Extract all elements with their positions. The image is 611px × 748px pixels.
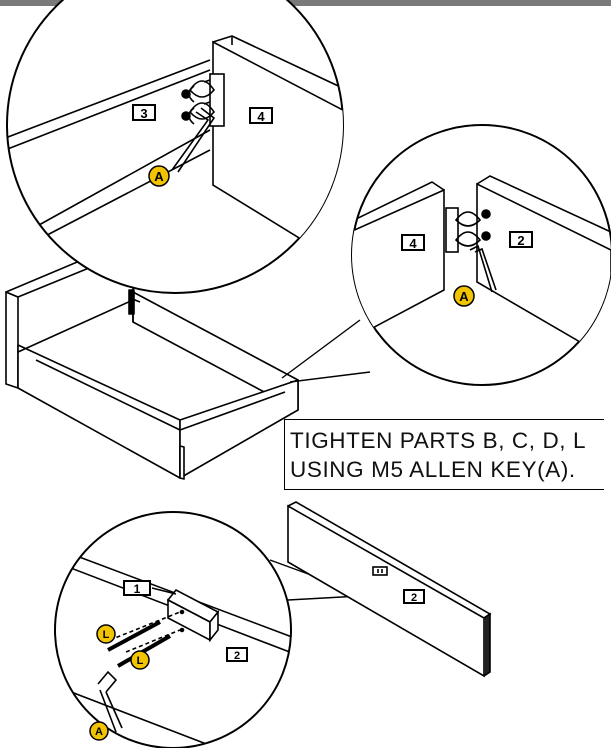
svg-text:2: 2 — [517, 233, 524, 248]
svg-text:A: A — [459, 289, 469, 304]
part-label-2-box-bottom: 2 — [226, 647, 248, 662]
detail-circle-top: 3 4 A — [6, 0, 344, 294]
allen-key-callout-bottom: A — [89, 721, 109, 741]
part-label-1-box: 1 — [123, 580, 177, 596]
bed-frame-illustration — [5, 243, 299, 480]
svg-text:2: 2 — [411, 592, 417, 604]
instruction-box: TIGHTEN PARTS B, C, D, L USING M5 ALLEN … — [284, 419, 604, 490]
svg-text:1: 1 — [134, 582, 141, 596]
part-label-3-box: 3 — [132, 104, 156, 121]
part-label-2-box-board: 2 — [403, 589, 425, 604]
svg-text:L: L — [137, 655, 144, 667]
allen-key-callout-top: A — [148, 165, 170, 187]
instruction-line-2: USING M5 ALLEN KEY(A). — [290, 457, 576, 482]
bolt-callout-2: L — [130, 650, 150, 670]
part-label-4-box-right: 4 — [401, 234, 425, 251]
part-label-2-box-right: 2 — [509, 231, 533, 248]
top-border-bar — [0, 0, 611, 6]
part-label-4-box-top: 4 — [249, 107, 273, 124]
svg-text:L: L — [103, 629, 110, 641]
instruction-line-1: TIGHTEN PARTS B, C, D, L — [290, 428, 587, 453]
svg-text:A: A — [95, 726, 103, 738]
bolt-callout-1: L — [96, 624, 116, 644]
part-label-3: 3 — [140, 106, 147, 121]
svg-text:A: A — [154, 169, 164, 184]
detail-circle-bottom: 1 2 L L A — [54, 511, 292, 748]
detail-circle-right: 4 2 A — [351, 124, 611, 386]
part-label-4: 4 — [257, 109, 265, 124]
svg-text:4: 4 — [409, 236, 417, 251]
allen-key-callout-right: A — [453, 285, 475, 307]
svg-text:2: 2 — [234, 650, 240, 662]
board-part-2 — [287, 501, 492, 678]
